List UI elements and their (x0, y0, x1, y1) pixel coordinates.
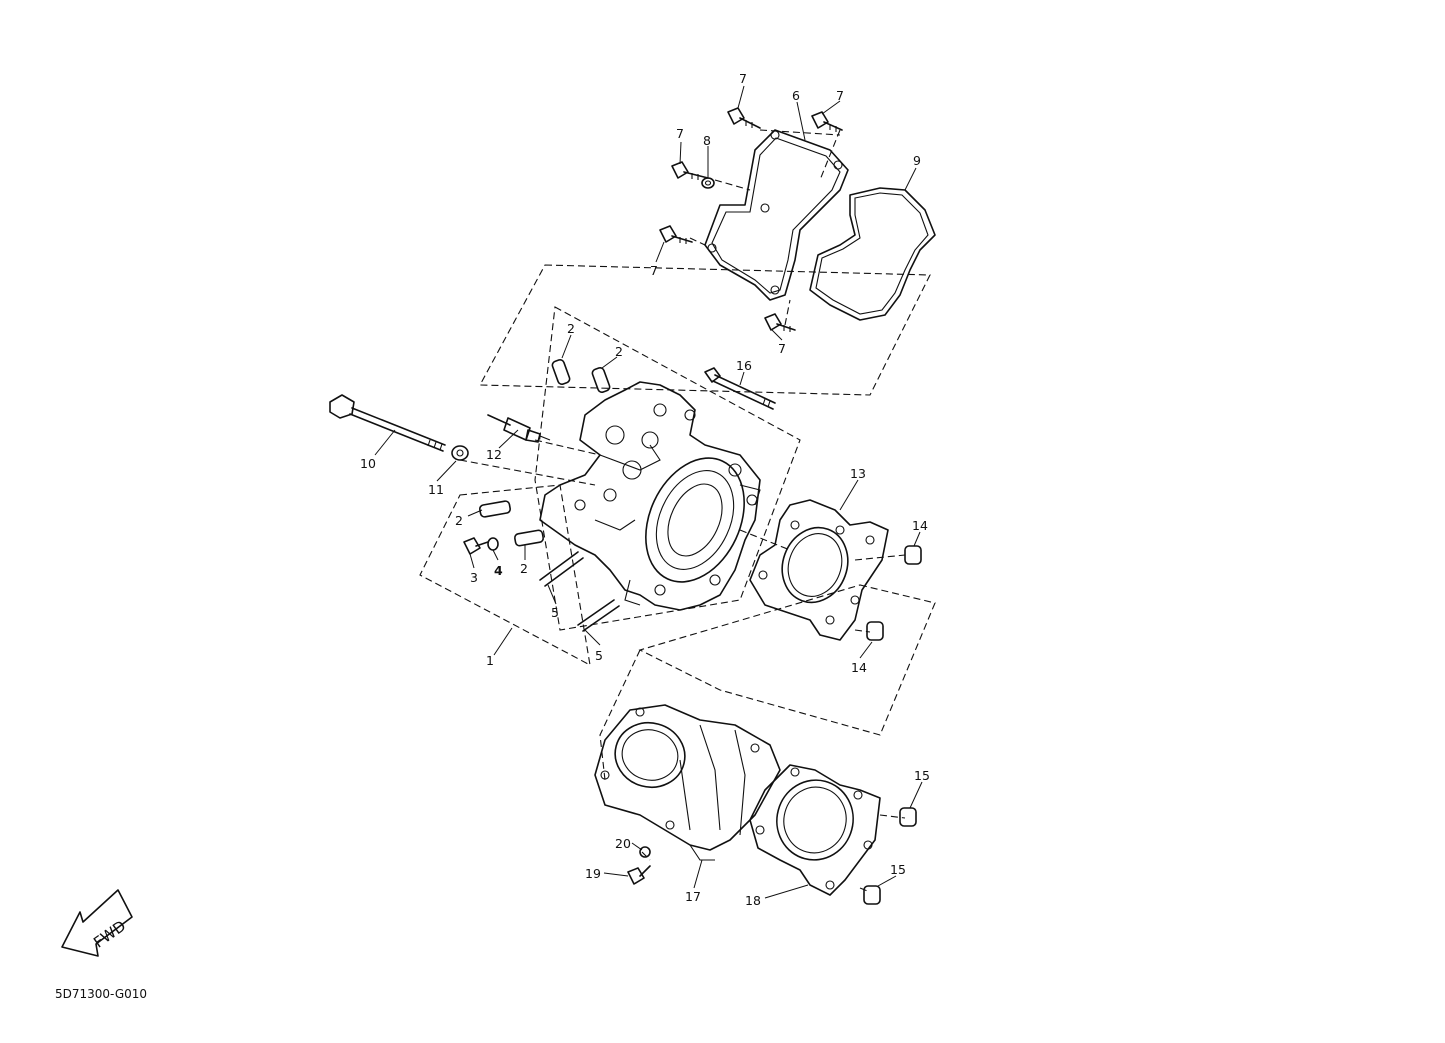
callout-7-bottom: 7 (778, 341, 786, 356)
callout-15-a: 15 (914, 768, 930, 783)
callout-17: 17 (685, 889, 701, 904)
stud-bolt (704, 367, 776, 410)
forward-label: FWD (90, 917, 129, 952)
plain-washer (451, 445, 469, 461)
head-dowel-1 (904, 545, 922, 565)
callout-14-a: 14 (912, 518, 928, 533)
spark-plug (487, 414, 551, 443)
cylinder-head (539, 381, 761, 611)
head-cover-gasket (809, 187, 936, 321)
cover-bolts (659, 107, 843, 332)
block-dowels (863, 807, 917, 905)
dowel-4 (514, 529, 544, 547)
block-washer (639, 846, 651, 858)
callout-labels: 7 6 7 7 8 9 7 7 2 2 16 10 12 11 2 3 4 2 … (360, 71, 930, 908)
callout-12: 12 (486, 447, 502, 462)
cover-bolt-3 (671, 161, 709, 180)
callout-16: 16 (736, 358, 752, 373)
dowel-3 (479, 500, 511, 518)
dowel-pins (479, 358, 611, 547)
cylinder-block (594, 704, 781, 861)
assembly-guide-lines (419, 129, 936, 893)
cover-bolt-1 (727, 107, 761, 129)
stud-2 (577, 599, 620, 632)
block-dowel-2 (863, 885, 881, 905)
callout-7-right: 7 (836, 88, 844, 103)
stud-1 (539, 551, 584, 587)
callout-18: 18 (745, 893, 761, 908)
callout-7-top: 7 (739, 71, 747, 86)
drawing-code: 5D71300-G010 (55, 987, 147, 1001)
callout-4: 4 (494, 563, 503, 578)
callout-2-b: 2 (615, 344, 623, 359)
callout-7-lower: 7 (650, 263, 658, 278)
callout-8: 8 (703, 133, 711, 148)
callout-5-b: 5 (595, 648, 603, 663)
callout-13: 13 (850, 466, 866, 481)
head-cover (704, 129, 849, 301)
callout-2-c: 2 (455, 513, 463, 528)
block-bolt (627, 865, 651, 885)
callout-19: 19 (585, 866, 601, 881)
head-dowel-2 (866, 621, 884, 641)
callout-1: 1 (486, 653, 494, 668)
callout-15-b: 15 (890, 862, 906, 877)
callout-6: 6 (792, 88, 800, 103)
callout-3: 3 (470, 570, 478, 585)
cover-bolt-2 (811, 111, 843, 132)
callout-10: 10 (360, 456, 376, 471)
callout-14-b: 14 (851, 660, 867, 675)
block-dowel-1 (899, 807, 917, 827)
dowel-2 (591, 366, 611, 394)
callout-11: 11 (428, 482, 444, 497)
cylinder-head-gasket (749, 499, 889, 641)
cylinder-gasket (749, 764, 881, 896)
callout-2-d: 2 (520, 561, 528, 576)
dowel-1 (551, 358, 571, 386)
lock-washer (487, 537, 499, 551)
callout-20: 20 (615, 836, 631, 851)
callout-2-a: 2 (567, 321, 575, 336)
long-bolt (329, 394, 446, 452)
leader-lines (374, 85, 923, 899)
callout-7-left: 7 (676, 126, 684, 141)
cover-bolt-4 (659, 225, 693, 244)
callout-9: 9 (913, 153, 921, 168)
washer (701, 177, 715, 189)
stud-bolts (539, 551, 620, 632)
callout-5-a: 5 (551, 605, 559, 620)
head-dowels (866, 545, 922, 641)
forward-direction-arrow: FWD (61, 889, 133, 957)
flange-bolt (463, 537, 489, 555)
cover-bolt-5 (764, 313, 796, 332)
